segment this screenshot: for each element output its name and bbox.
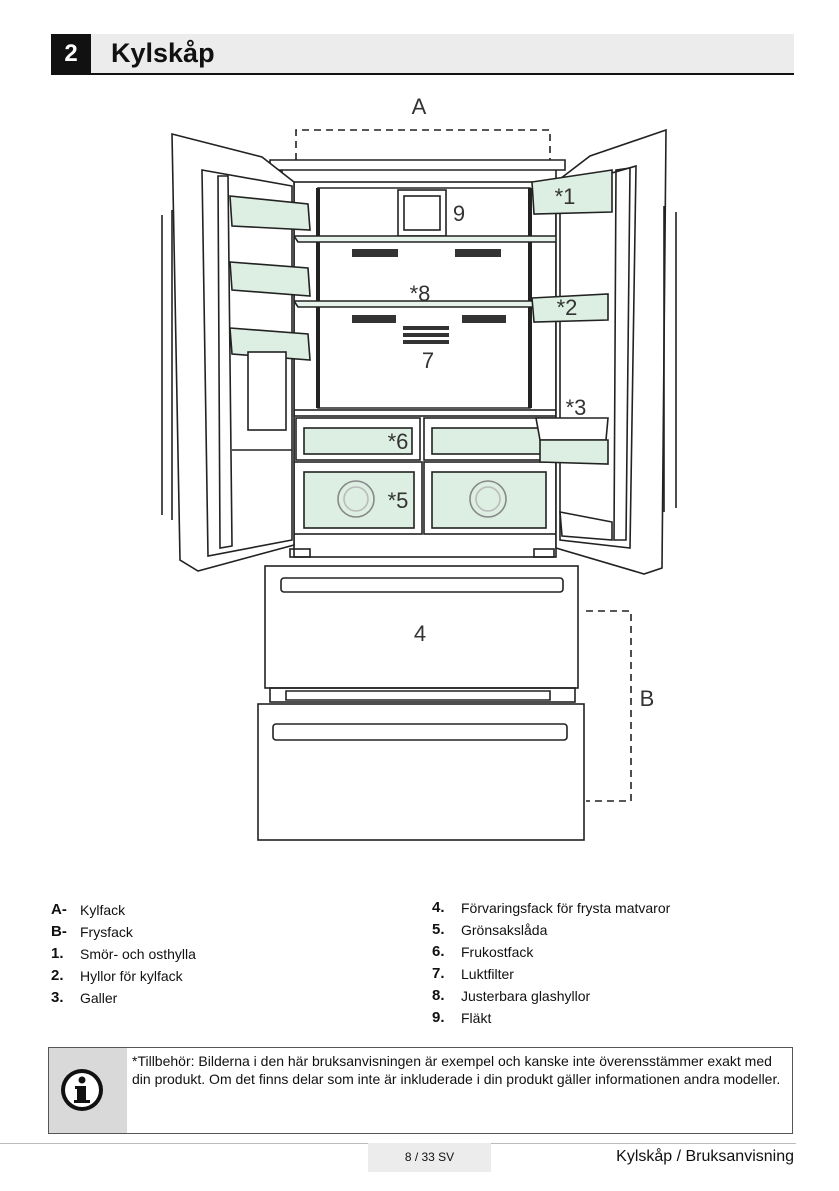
legend-right: 4.Förvaringsfack för frysta matvaror 5.G… <box>432 897 670 1029</box>
fridge-diagram: A B *1 *2 *3 4 *5 *6 7 *8 9 <box>161 94 677 841</box>
legend-item: 9.Fläkt <box>432 1009 492 1026</box>
legend-item: A-Kylfack <box>51 901 126 918</box>
footer-title: Kylskåp / Bruksanvisning <box>616 1148 794 1165</box>
accessory-note: *Tillbehör: Bilderna i den här bruksanvi… <box>48 1047 793 1134</box>
label-9: 9 <box>453 201 465 226</box>
section-header: 2 Kylskåp <box>51 34 794 75</box>
label-6: *6 <box>388 429 409 454</box>
label-7: 7 <box>422 348 434 373</box>
page-number: 8 / 33 SV <box>368 1143 491 1172</box>
label-B: B <box>640 686 655 711</box>
label-3: *3 <box>566 395 587 420</box>
legend-item: 2.Hyllor för kylfack <box>51 967 183 984</box>
label-1: *1 <box>555 184 576 209</box>
legend-item: 1.Smör- och osthylla <box>51 945 196 962</box>
legend-item: B-Frysfack <box>51 923 133 940</box>
label-2: *2 <box>557 295 578 320</box>
info-icon <box>61 1069 103 1111</box>
label-5: *5 <box>388 488 409 513</box>
label-A: A <box>412 94 427 119</box>
section-number: 2 <box>51 34 91 73</box>
note-icon-panel <box>49 1048 127 1133</box>
section-title: Kylskåp <box>111 38 215 68</box>
legend-item: 7.Luktfilter <box>432 965 514 982</box>
label-4: 4 <box>414 621 426 646</box>
legend-item: 6.Frukostfack <box>432 943 534 960</box>
note-text: *Tillbehör: Bilderna i den här bruksanvi… <box>132 1053 781 1087</box>
label-8: *8 <box>410 281 431 306</box>
legend-item: 3.Galler <box>51 989 118 1006</box>
legend-item: 4.Förvaringsfack för frysta matvaror <box>432 899 671 916</box>
legend-left: A-Kylfack B-Frysfack 1.Smör- och osthyll… <box>51 899 196 1009</box>
legend-item: 5.Grönsakslåda <box>432 921 548 938</box>
legend-item: 8.Justerbara glashyllor <box>432 987 591 1004</box>
